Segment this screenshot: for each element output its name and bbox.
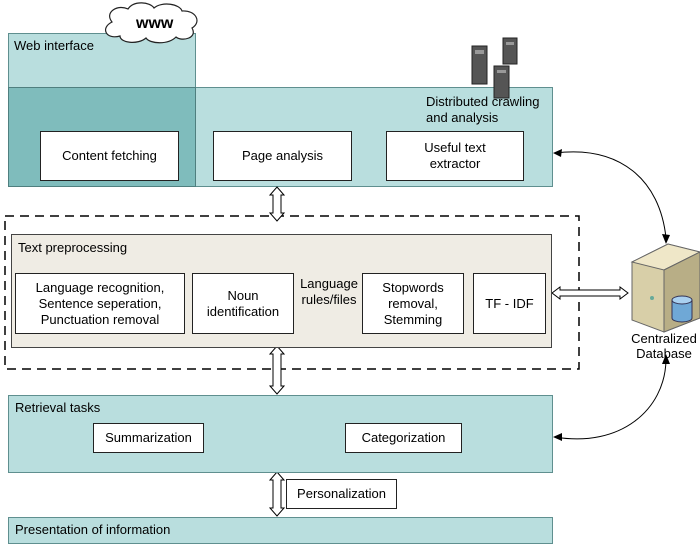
useful-text-extractor-box: Useful text extractor: [386, 131, 524, 181]
database-server-icon: [630, 243, 700, 333]
summarization-box: Summarization: [93, 423, 204, 453]
page-analysis-box: Page analysis: [213, 131, 352, 181]
noun-identification-box: Noun identification: [192, 273, 294, 334]
personalization-box: Personalization: [286, 479, 397, 509]
tfidf-box: TF - IDF: [473, 273, 546, 334]
cloud-icon: [104, 2, 198, 44]
preprocessing-title: Text preprocessing: [18, 240, 128, 255]
crawling-title: Distributed crawling and analysis: [426, 94, 540, 125]
database-label: Centralized Database: [631, 331, 697, 361]
www-label: www: [136, 15, 174, 32]
categorization-box: Categorization: [345, 423, 462, 453]
language-rules-label: Language rules/files: [300, 276, 358, 307]
content-fetching-box: Content fetching: [40, 131, 179, 181]
presentation-panel: [8, 517, 553, 544]
web-interface-title: Web interface: [14, 38, 94, 53]
server-cluster-icon: [471, 37, 518, 99]
language-recognition-box: Language recognition, Sentence seperatio…: [15, 273, 185, 334]
stopwords-box: Stopwords removal, Stemming: [362, 273, 464, 334]
retrieval-title: Retrieval tasks: [15, 400, 101, 415]
presentation-title: Presentation of information: [15, 522, 171, 537]
